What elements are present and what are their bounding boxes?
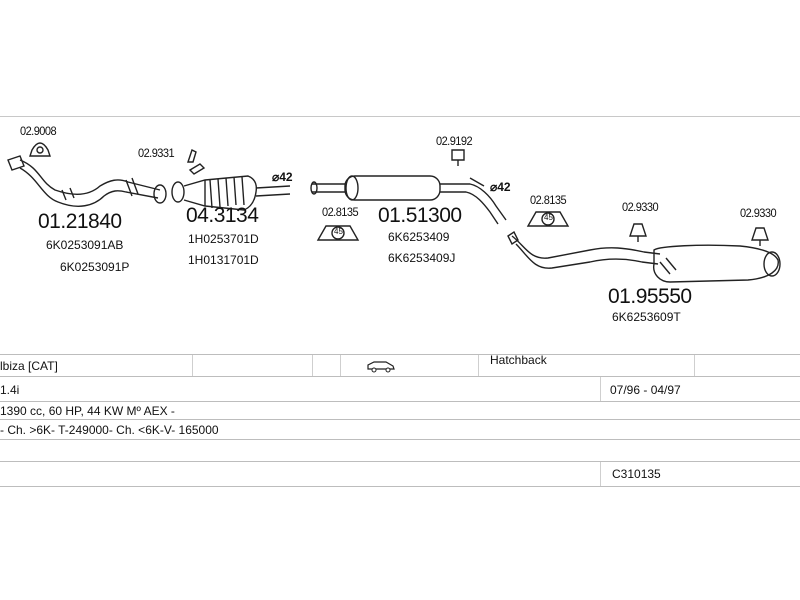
engine-spec: 1390 cc, 60 HP, 44 KW Mº AEX - [0, 404, 175, 418]
front-pipe-oem: 6K0253091AB [46, 238, 124, 252]
chassis-range: - Ch. >6K- T-249000- Ch. <6K-V- 165000 [0, 423, 219, 437]
rear-silencer-icon [507, 230, 781, 283]
clamp-label: 02.9331 [138, 146, 175, 160]
middle-silencer-icon [310, 175, 507, 225]
clamp-icon [187, 149, 206, 175]
clamp-icon [29, 142, 51, 157]
hanger-icon [629, 223, 647, 242]
gasket-size: 45 [544, 213, 553, 222]
engine: 1.4i [0, 382, 20, 397]
production-years: 07/96 - 04/97 [610, 382, 681, 397]
catalyst-icon [171, 175, 291, 211]
gasket-label: 02.8135 [530, 193, 567, 207]
table-row [0, 439, 800, 462]
table-row: 1390 cc, 60 HP, 44 KW Mº AEX - [0, 401, 800, 420]
clamp-label: 02.9008 [20, 124, 57, 138]
gasket-size: 45 [334, 227, 343, 236]
table-row: 1.4i 07/96 - 04/97 [0, 376, 800, 402]
front-pipe-icon [7, 155, 167, 207]
gasket-icon [526, 211, 570, 227]
hanger-label: 02.9330 [622, 200, 659, 214]
catalyst-oem: 1H0131701D [188, 253, 259, 267]
diameter-label: ⌀42 [272, 170, 293, 184]
hatchback-car-icon [366, 355, 396, 377]
middle-silencer-number: 01.51300 [378, 204, 462, 227]
middle-silencer-oem: 6K6253409 [388, 230, 450, 244]
table-row: C310135 [0, 461, 800, 487]
gasket-icon [316, 225, 360, 241]
gasket-label: 02.8135 [322, 205, 359, 219]
front-pipe-oem: 6K0253091P [60, 260, 130, 274]
clamp-label: 02.9192 [436, 134, 473, 148]
body-type: Hatchback [490, 353, 547, 367]
top-divider [0, 116, 800, 117]
table-row: lbiza [CAT] Hatchback [0, 353, 800, 377]
middle-silencer-oem: 6K6253409J [388, 251, 456, 265]
hanger-icon [751, 227, 769, 246]
system-code: C310135 [612, 467, 661, 481]
clamp-icon [451, 149, 485, 187]
rear-silencer-oem: 6K6253609T [612, 310, 681, 324]
vehicle-model: lbiza [CAT] [0, 359, 58, 373]
rear-silencer-number: 01.95550 [608, 285, 692, 308]
catalyst-number: 04.3134 [186, 204, 259, 227]
diameter-label: ⌀42 [490, 180, 511, 194]
front-pipe-number: 01.21840 [38, 210, 122, 233]
hanger-label: 02.9330 [740, 206, 777, 220]
table-row: - Ch. >6K- T-249000- Ch. <6K-V- 165000 [0, 419, 800, 440]
catalyst-oem: 1H0253701D [188, 232, 259, 246]
